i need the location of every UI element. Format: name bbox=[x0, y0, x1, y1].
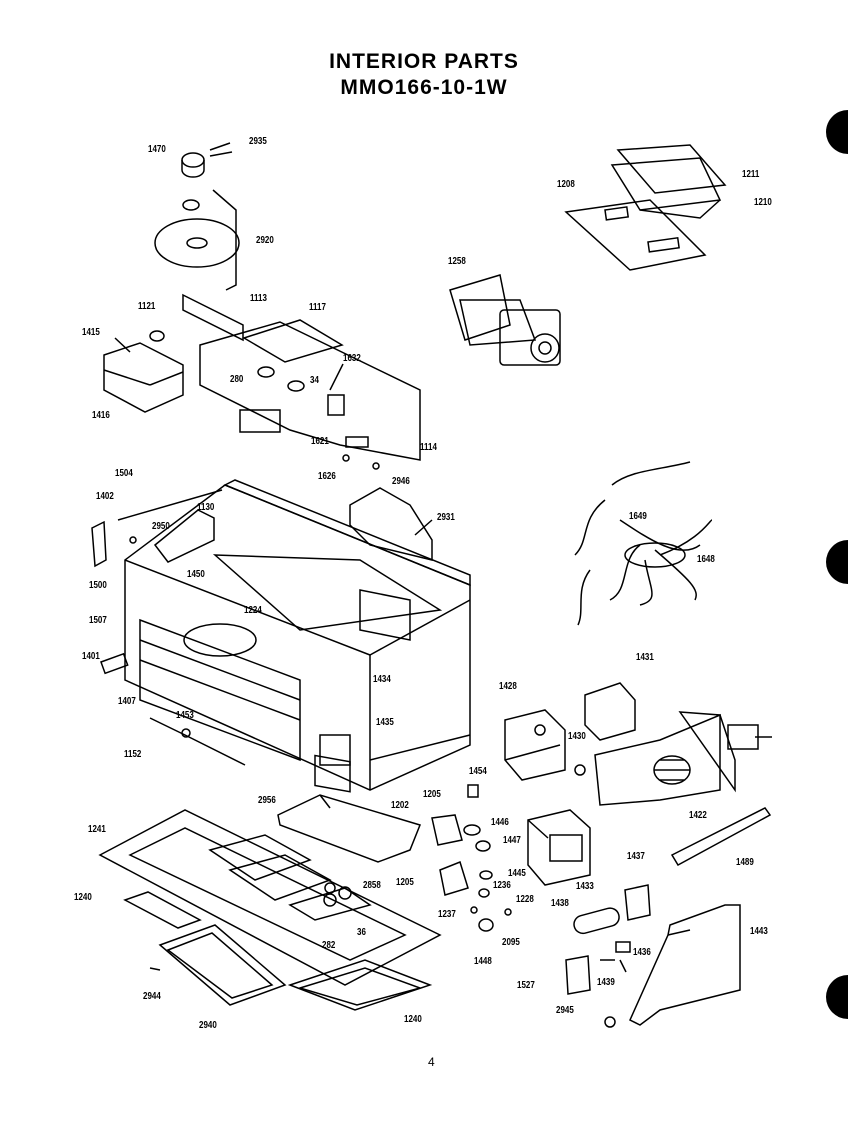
part-label: 1621 bbox=[311, 436, 329, 447]
fan-housing-part bbox=[584, 682, 772, 806]
part-label: 1224 bbox=[244, 605, 262, 616]
part-label: 1454 bbox=[469, 766, 487, 777]
fan-motor-part bbox=[504, 709, 586, 781]
part-label: 2935 bbox=[249, 136, 267, 147]
part-label: 2858 bbox=[363, 880, 381, 891]
part-label: 1527 bbox=[517, 980, 535, 991]
part-label: 1416 bbox=[92, 410, 110, 421]
part-label: 36 bbox=[357, 927, 366, 938]
part-label: 1210 bbox=[754, 197, 772, 208]
part-label: 1121 bbox=[138, 301, 156, 312]
part-label: 1114 bbox=[420, 442, 437, 453]
part-label: 1632 bbox=[343, 353, 361, 364]
part-label: 1236 bbox=[493, 880, 511, 891]
wire-harness-part bbox=[574, 461, 713, 626]
part-label: 1428 bbox=[499, 681, 517, 692]
part-label: 1436 bbox=[633, 947, 651, 958]
part-label: 1649 bbox=[629, 511, 647, 522]
part-label: 34 bbox=[310, 375, 319, 386]
part-label: 1205 bbox=[396, 877, 414, 888]
door-latch-part bbox=[100, 652, 246, 766]
part-label: 1438 bbox=[551, 898, 569, 909]
page-number: 4 bbox=[428, 1055, 435, 1069]
part-label: 1402 bbox=[96, 491, 114, 502]
base-plate-part bbox=[98, 809, 442, 1011]
light-housing-part bbox=[103, 330, 184, 413]
vent-plates-part bbox=[564, 144, 727, 271]
part-label: 1504 bbox=[115, 468, 133, 479]
part-label: 1433 bbox=[576, 881, 594, 892]
part-label: 1258 bbox=[448, 256, 466, 267]
part-label: 1113 bbox=[250, 293, 267, 304]
part-label: 1407 bbox=[118, 696, 136, 707]
part-label: 2920 bbox=[256, 235, 274, 246]
part-label: 1152 bbox=[124, 749, 142, 760]
part-label: 2946 bbox=[392, 476, 410, 487]
part-label: 1443 bbox=[750, 926, 768, 937]
binder-hole bbox=[826, 110, 848, 154]
part-label: 2944 bbox=[143, 991, 161, 1002]
part-label: 1470 bbox=[148, 144, 166, 155]
part-label: 1450 bbox=[187, 569, 205, 580]
part-label: 280 bbox=[230, 374, 244, 385]
part-label: 1445 bbox=[508, 868, 526, 879]
part-label: 1241 bbox=[88, 824, 106, 835]
part-label: 1489 bbox=[736, 857, 754, 868]
vent-cover-part bbox=[277, 794, 422, 863]
part-label: 1211 bbox=[742, 169, 760, 180]
part-label: 1205 bbox=[423, 789, 441, 800]
blower-assembly-part bbox=[449, 274, 561, 366]
part-label: 1240 bbox=[74, 892, 92, 903]
diagram-title: INTERIOR PARTS bbox=[329, 50, 519, 73]
transformer-part bbox=[527, 809, 591, 886]
part-label: 2956 bbox=[258, 795, 276, 806]
door-hinge-parts bbox=[91, 489, 223, 568]
part-label: 2095 bbox=[502, 937, 520, 948]
capacitor-and-diode-parts bbox=[565, 884, 651, 1028]
part-label: 1237 bbox=[438, 909, 456, 920]
part-label: 2940 bbox=[199, 1020, 217, 1031]
part-label: 1446 bbox=[491, 817, 509, 828]
part-label: 1431 bbox=[636, 652, 654, 663]
part-label: 1626 bbox=[318, 471, 336, 482]
small-components-part bbox=[431, 784, 512, 932]
part-label: 2931 bbox=[437, 512, 455, 523]
binder-hole bbox=[826, 975, 848, 1019]
oven-cavity-part bbox=[124, 479, 471, 793]
part-label: 2945 bbox=[556, 1005, 574, 1016]
part-label: 1228 bbox=[516, 894, 534, 905]
part-label: 1434 bbox=[373, 674, 391, 685]
part-label: 1130 bbox=[197, 502, 215, 513]
binder-hole bbox=[826, 540, 848, 584]
part-label: 1437 bbox=[627, 851, 645, 862]
part-label: 1507 bbox=[89, 615, 107, 626]
turntable-tray-part bbox=[154, 189, 240, 291]
support-bar-part bbox=[670, 807, 772, 867]
part-label: 1422 bbox=[689, 810, 707, 821]
part-label: 1415 bbox=[82, 327, 100, 338]
part-label: 1435 bbox=[376, 717, 394, 728]
part-label: 1447 bbox=[503, 835, 521, 846]
part-label: 2950 bbox=[152, 521, 170, 532]
air-duct-part bbox=[629, 904, 741, 1026]
turntable-motor-part bbox=[181, 142, 233, 178]
part-label: 1117 bbox=[309, 302, 326, 313]
waveguide-assembly-part bbox=[182, 293, 421, 461]
part-label: 1500 bbox=[89, 580, 107, 591]
part-label: 1439 bbox=[597, 977, 615, 988]
part-label: 1448 bbox=[474, 956, 492, 967]
part-label: 1240 bbox=[404, 1014, 422, 1025]
part-label: 282 bbox=[322, 940, 336, 951]
part-label: 1430 bbox=[568, 731, 586, 742]
part-label: 1208 bbox=[557, 179, 575, 190]
interlock-switch-part bbox=[342, 436, 380, 470]
vent-bracket-part bbox=[349, 487, 433, 561]
part-label: 1648 bbox=[697, 554, 715, 565]
part-label: 1453 bbox=[176, 710, 194, 721]
part-label: 1202 bbox=[391, 800, 409, 811]
model-number: MMO166-10-1W bbox=[340, 76, 508, 99]
part-label: 1401 bbox=[82, 651, 100, 662]
